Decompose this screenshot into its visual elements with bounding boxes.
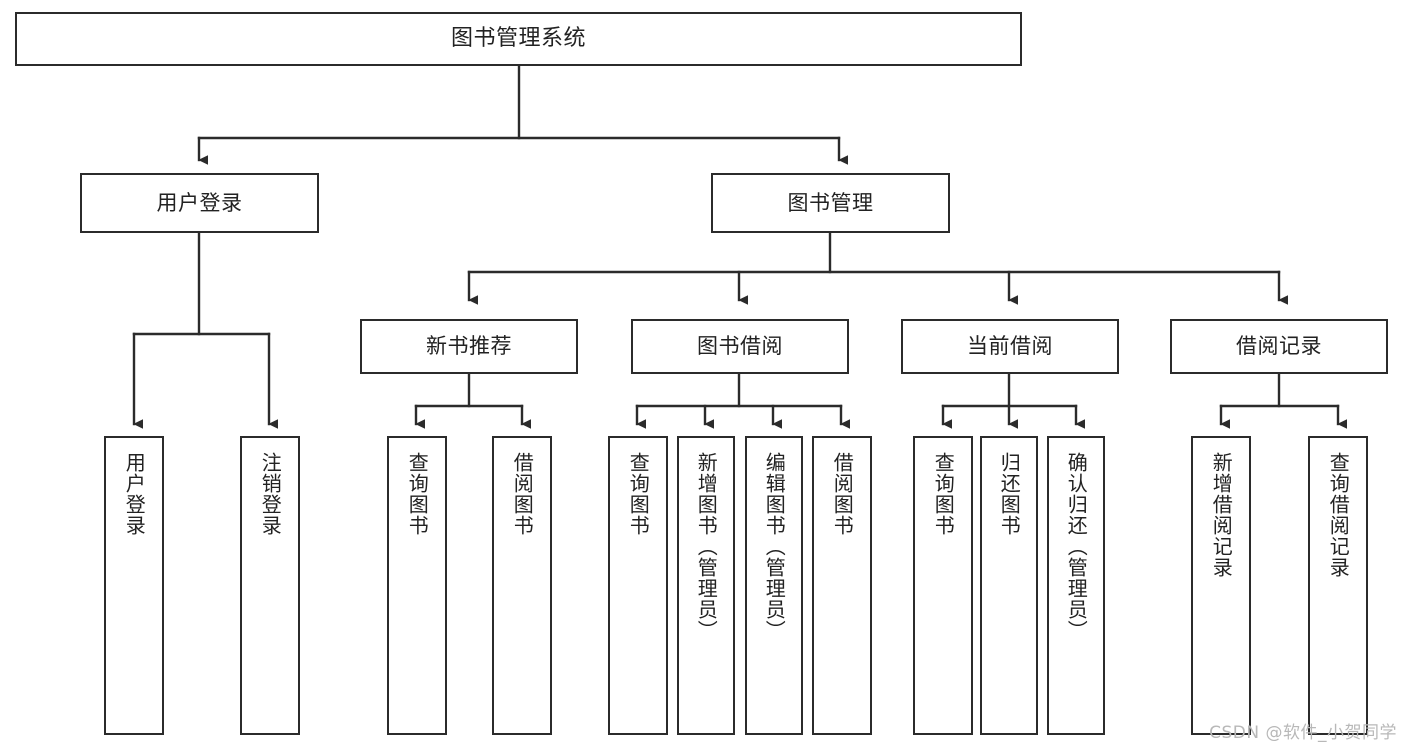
node-label: 用户登录 [156,190,243,215]
node-label: 当前借阅 [967,334,1053,359]
node-book-borrow[interactable]: 图书借阅 [631,319,849,374]
node-label: 新增借阅记录 [1209,452,1234,578]
node-current-borrow[interactable]: 当前借阅 [901,319,1119,374]
leaf-recommend-borrow-book[interactable]: 借阅图书 [492,436,552,735]
node-label: 查询图书 [405,452,430,536]
node-label: 新书推荐 [426,334,512,359]
node-label: 查询图书 [626,452,651,536]
node-label: 图书管理系统 [450,26,586,52]
node-label: 查询借阅记录 [1326,452,1351,578]
node-label: 图书借阅 [697,334,783,359]
node-new-book-recommend[interactable]: 新书推荐 [360,319,578,374]
node-borrow-record[interactable]: 借阅记录 [1170,319,1388,374]
node-book-management[interactable]: 图书管理 [711,173,950,233]
node-label: 图书管理 [787,190,874,215]
node-label: 确认归还（管理员） [1064,452,1089,641]
node-label: 归还图书 [997,452,1022,536]
node-label: 借阅图书 [510,452,535,536]
node-label: 新增图书（管理员） [694,452,719,641]
leaf-user-logout[interactable]: 注销登录 [240,436,300,735]
leaf-current-return-book[interactable]: 归还图书 [980,436,1038,735]
node-root-system[interactable]: 图书管理系统 [15,12,1022,66]
leaf-recommend-query-book[interactable]: 查询图书 [387,436,447,735]
leaf-current-query-book[interactable]: 查询图书 [913,436,973,735]
leaf-record-add-record[interactable]: 新增借阅记录 [1191,436,1251,735]
leaf-borrow-edit-book-admin[interactable]: 编辑图书（管理员） [745,436,803,735]
node-label: 注销登录 [258,452,283,536]
leaf-borrow-add-book-admin[interactable]: 新增图书（管理员） [677,436,735,735]
csdn-watermark: CSDN @软件_小贺同学 [1209,723,1397,743]
node-user-login[interactable]: 用户登录 [80,173,319,233]
node-label: 编辑图书（管理员） [762,452,787,641]
node-label: 借阅记录 [1236,334,1322,359]
leaf-borrow-query-book[interactable]: 查询图书 [608,436,668,735]
leaf-borrow-borrow-book[interactable]: 借阅图书 [812,436,872,735]
node-label: 查询图书 [931,452,956,536]
node-label: 借阅图书 [830,452,855,536]
leaf-user-login[interactable]: 用户登录 [104,436,164,735]
leaf-current-confirm-return-admin[interactable]: 确认归还（管理员） [1047,436,1105,735]
node-label: 用户登录 [122,452,147,536]
leaf-record-query-record[interactable]: 查询借阅记录 [1308,436,1368,735]
